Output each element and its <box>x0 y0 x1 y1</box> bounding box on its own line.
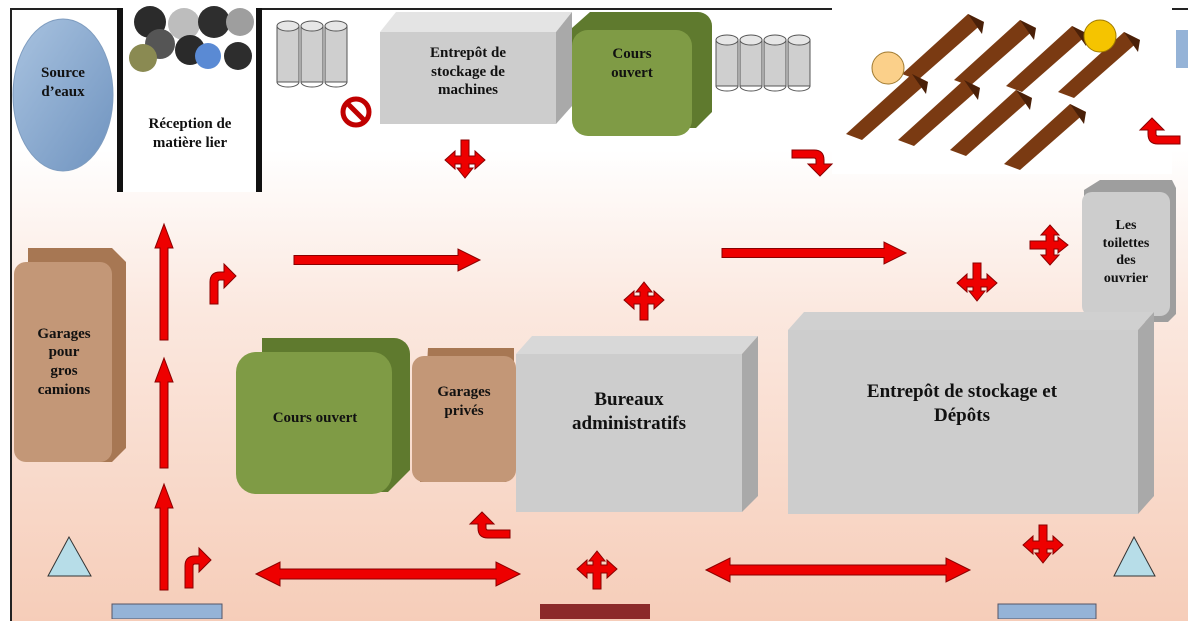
turn-arrow <box>1138 117 1181 145</box>
label-open-yard-top: Cours ouvert <box>611 46 653 81</box>
junction-arrow <box>956 262 998 302</box>
wood-panel-edge <box>1020 20 1036 40</box>
wood-panel <box>1004 104 1086 170</box>
wood-panel-edge <box>968 14 984 34</box>
up-arrow <box>154 482 174 591</box>
right-arrow <box>721 241 908 265</box>
turn-arrow <box>468 511 511 539</box>
open-yard-top <box>572 12 712 136</box>
double-arrow <box>704 557 972 583</box>
turn-arrow <box>209 262 237 305</box>
label-water-source: Source d’eaux <box>41 65 85 100</box>
up-arrow <box>154 356 174 469</box>
circulation-arrows <box>154 117 1181 591</box>
wood-panel <box>1058 32 1140 98</box>
wood-panel-edge <box>964 80 980 100</box>
machine-warehouse <box>380 12 572 124</box>
label-truck-garages: Garages pour gros camions <box>37 325 91 398</box>
storage-warehouse-depots <box>788 312 1154 514</box>
wood-panel-edge <box>1072 26 1088 46</box>
up-arrow <box>154 222 174 341</box>
label-machine-warehouse: Entrepôt de stockage de machines <box>430 44 506 99</box>
right-arrow <box>293 248 482 272</box>
open-yard-middle <box>236 338 410 494</box>
label-private-garages: Garages privés <box>437 384 491 419</box>
wood-panel-edge <box>1124 32 1140 52</box>
truck-garages <box>14 248 126 462</box>
label-workers-toilets: Les toilettes des ouvrier <box>1102 218 1150 286</box>
entrance-box-right <box>997 603 1097 619</box>
entrance-box-center <box>540 604 650 619</box>
wood-panel <box>954 20 1036 86</box>
source-tank <box>12 18 114 172</box>
triangle-marker-left <box>47 535 92 577</box>
wood-panel <box>1006 26 1088 92</box>
junction-arrow <box>623 281 665 321</box>
wood-panel-edge <box>912 74 928 94</box>
turn-arrow <box>184 546 212 589</box>
turn-arrow <box>791 149 834 177</box>
junction-arrow <box>1029 224 1069 266</box>
no-entry-icon <box>340 96 372 128</box>
storage-cylinders-left <box>276 20 348 88</box>
double-arrow <box>254 561 522 587</box>
wood-panels-area <box>832 8 1172 174</box>
label-storage-depots: Entrepôt de stockage et Dépôts <box>866 381 1058 426</box>
junction-arrow <box>576 550 618 590</box>
storage-cylinders-right <box>715 34 811 92</box>
administrative-offices <box>516 336 758 512</box>
wood-panel <box>950 90 1032 156</box>
wood-panel-edge <box>1016 90 1032 110</box>
label-administrative-offices: Bureaux administratifs <box>572 389 686 434</box>
triangle-marker-right <box>1113 535 1156 577</box>
wood-panel <box>846 74 928 140</box>
wood-panel <box>898 80 980 146</box>
entrance-box-left <box>111 603 223 619</box>
blue-box-top-right <box>1176 30 1188 68</box>
reception-area <box>117 6 262 192</box>
wood-panel <box>902 14 984 80</box>
private-garages <box>412 348 516 482</box>
workers-toilets <box>1082 180 1176 322</box>
label-reception: Réception de matière lier <box>148 116 232 151</box>
junction-arrow <box>444 139 486 179</box>
wood-panel-edge <box>1070 104 1086 124</box>
label-open-yard-middle: Cours ouvert <box>272 409 358 426</box>
junction-arrow <box>1022 524 1064 564</box>
